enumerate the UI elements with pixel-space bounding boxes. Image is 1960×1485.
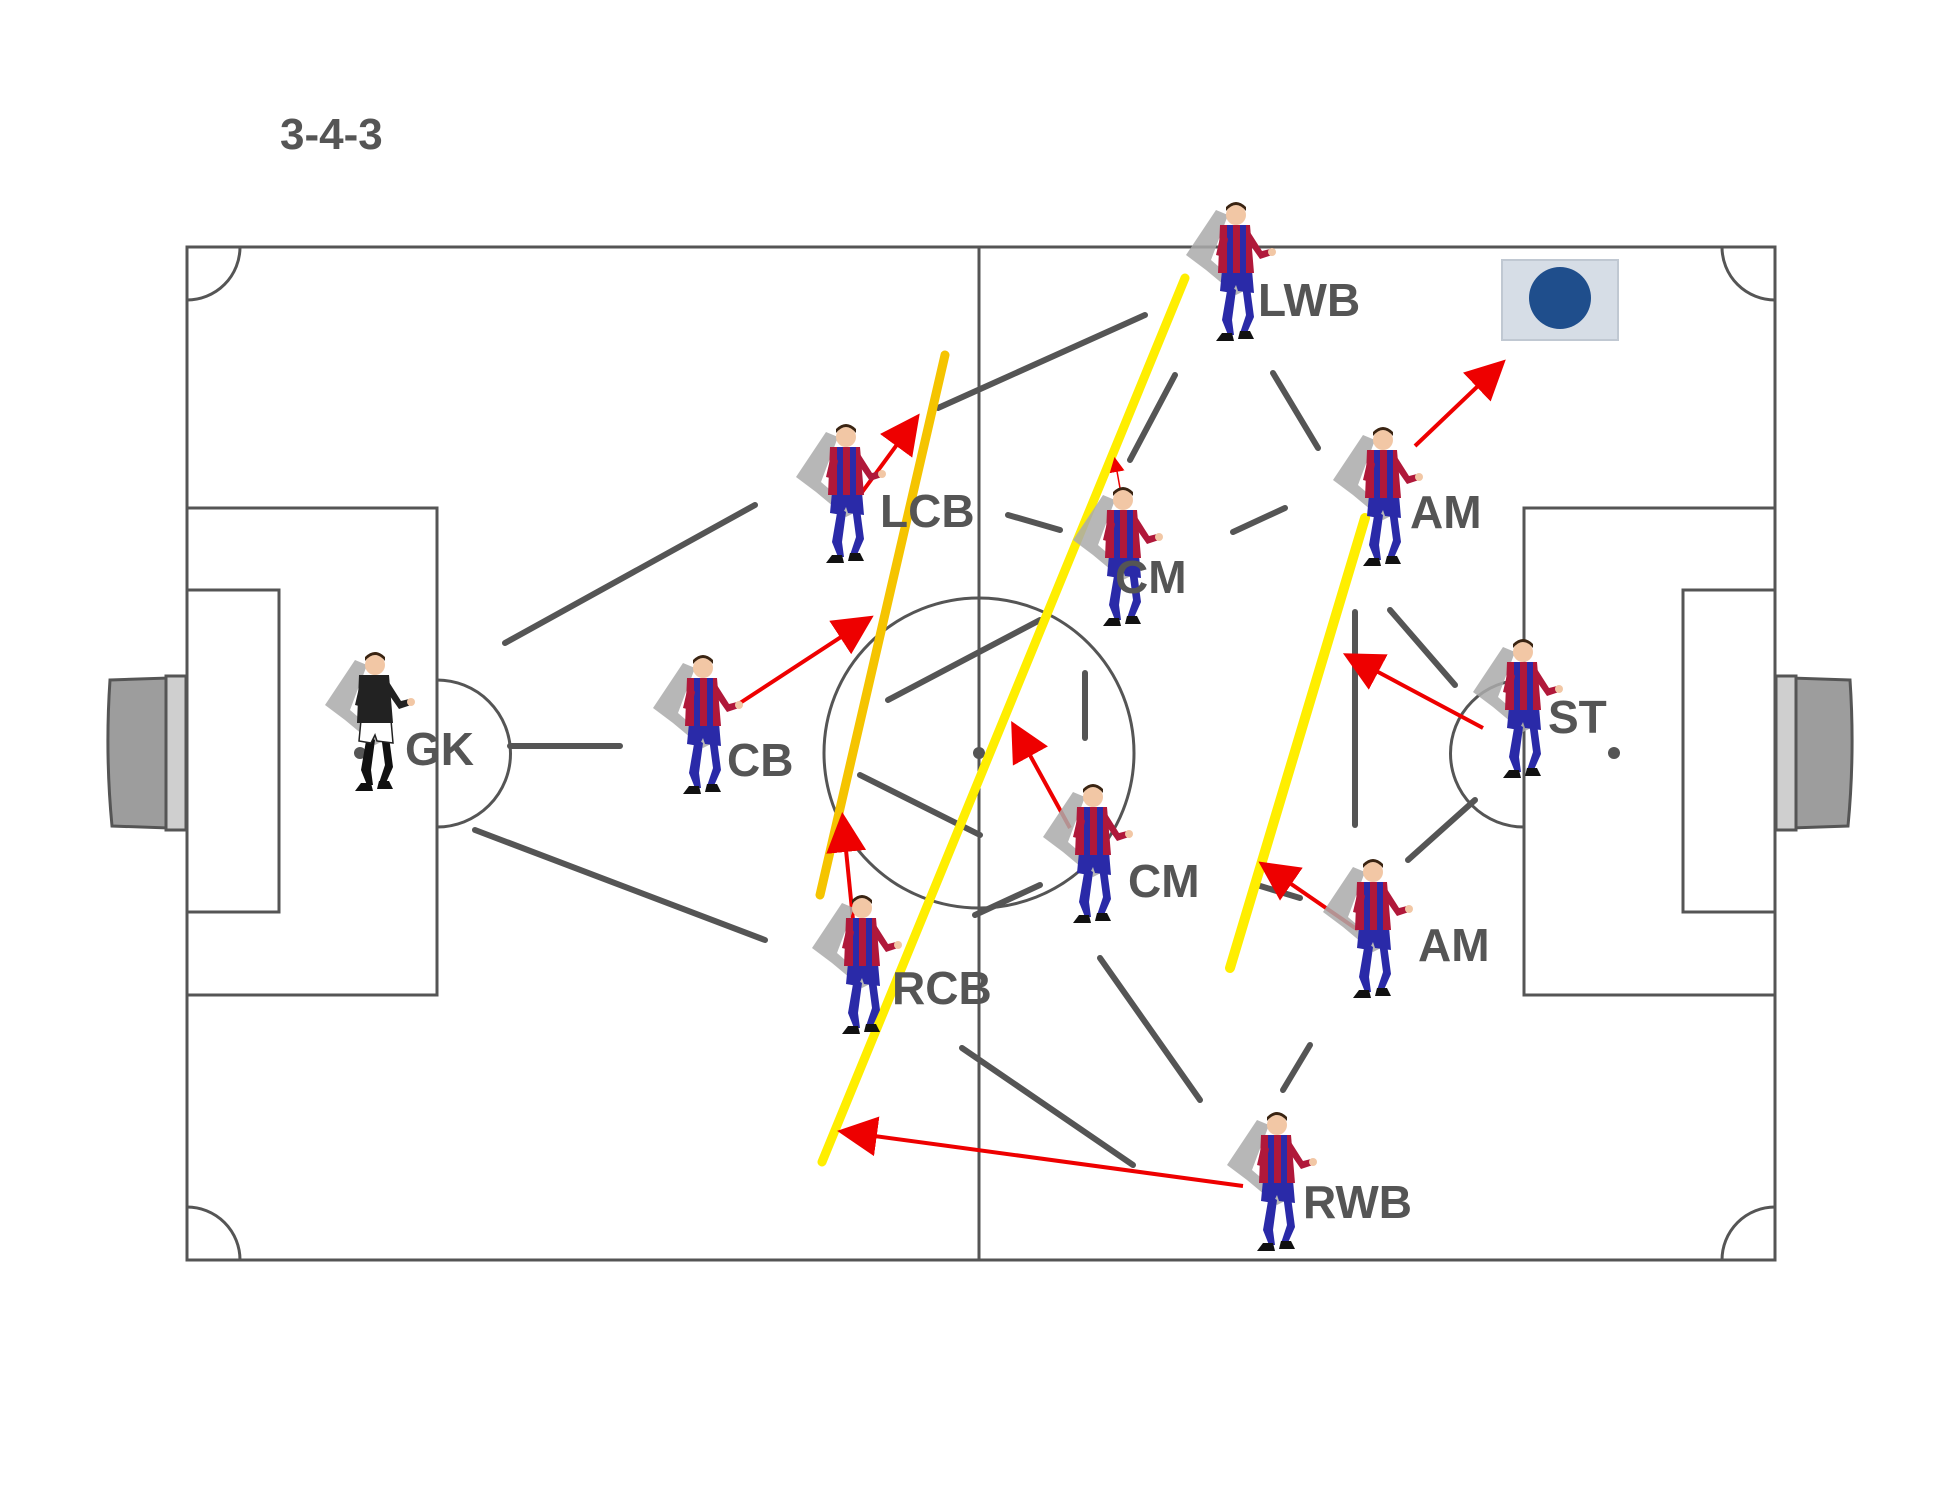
- left-penalty-area: [185, 506, 439, 997]
- link-line: [1405, 797, 1478, 863]
- movement-arrow: [837, 1116, 1244, 1188]
- link-line: [935, 312, 1148, 411]
- left-goal-area: [185, 588, 281, 914]
- link-line: [972, 882, 1043, 918]
- player-icon: [812, 895, 902, 1034]
- link-line: [885, 617, 1043, 703]
- player-st[interactable]: ST: [1473, 639, 1607, 778]
- link-line: [1097, 955, 1203, 1103]
- player-gk[interactable]: GK: [324, 651, 474, 792]
- player-label: GK: [405, 723, 474, 775]
- left-penalty-spot: [354, 747, 366, 759]
- link-line: [959, 1045, 1136, 1168]
- link-line: [472, 827, 768, 943]
- player-label: RCB: [892, 962, 992, 1014]
- centre-spot: [973, 747, 985, 759]
- right-goal-area: [1681, 588, 1777, 914]
- player-label: CB: [727, 734, 793, 786]
- shift-line: [817, 273, 1190, 1167]
- shift-line: [1225, 513, 1370, 973]
- left-penalty-arc: [436, 678, 512, 829]
- player-label: CM: [1115, 551, 1187, 603]
- link-line: [1127, 372, 1178, 463]
- player-am-lower[interactable]: AM: [1323, 859, 1490, 998]
- movement-arrow: [1342, 653, 1484, 730]
- link-line: [1230, 505, 1288, 535]
- corner-arc-bottom-left: [186, 1205, 242, 1261]
- player-lwb[interactable]: LWB: [1186, 202, 1360, 341]
- movement-arrow: [858, 413, 920, 497]
- goal-icon: [106, 674, 188, 832]
- player-cb[interactable]: CB: [653, 655, 793, 794]
- shift-line: [815, 350, 950, 900]
- movement-arrow: [1413, 359, 1506, 448]
- link-line: [1280, 1042, 1313, 1093]
- link-line: [502, 502, 758, 646]
- centre-circle: [822, 596, 1136, 910]
- corner-arc-bottom-right: [1720, 1205, 1776, 1261]
- link-line: [1387, 607, 1458, 688]
- player-cm-lower[interactable]: CM: [1043, 784, 1200, 923]
- corner-arc-top-right: [1720, 246, 1776, 302]
- player-am-upper[interactable]: AM: [1333, 427, 1482, 566]
- player-label: CM: [1128, 855, 1200, 907]
- player-rwb[interactable]: RWB: [1227, 1112, 1412, 1251]
- passing-links: [472, 312, 1478, 1168]
- player-rcb[interactable]: RCB: [812, 895, 992, 1034]
- corner-arc-top-left: [186, 246, 242, 302]
- formation-title: 3-4-3: [280, 110, 383, 159]
- player-label: LCB: [880, 485, 975, 537]
- right-penalty-spot: [1608, 747, 1620, 759]
- right-penalty-area: [1522, 506, 1777, 997]
- link-line: [1005, 512, 1063, 533]
- ball-icon[interactable]: [1501, 259, 1619, 341]
- player-icon: [324, 651, 416, 792]
- player-label: RWB: [1303, 1176, 1412, 1228]
- player-cm-upper[interactable]: CM: [1073, 487, 1187, 626]
- goal-icon: [1774, 674, 1854, 832]
- player-icon: [1323, 859, 1413, 998]
- defensive-shift-lines: [815, 273, 1370, 1167]
- player-icon: [796, 424, 886, 563]
- player-lcb[interactable]: LCB: [796, 424, 975, 563]
- player-label: ST: [1548, 691, 1607, 743]
- movement-arrow: [738, 615, 874, 705]
- player-label: AM: [1410, 486, 1482, 538]
- link-line: [1270, 370, 1321, 451]
- player-label: AM: [1418, 919, 1490, 971]
- player-label: LWB: [1258, 274, 1360, 326]
